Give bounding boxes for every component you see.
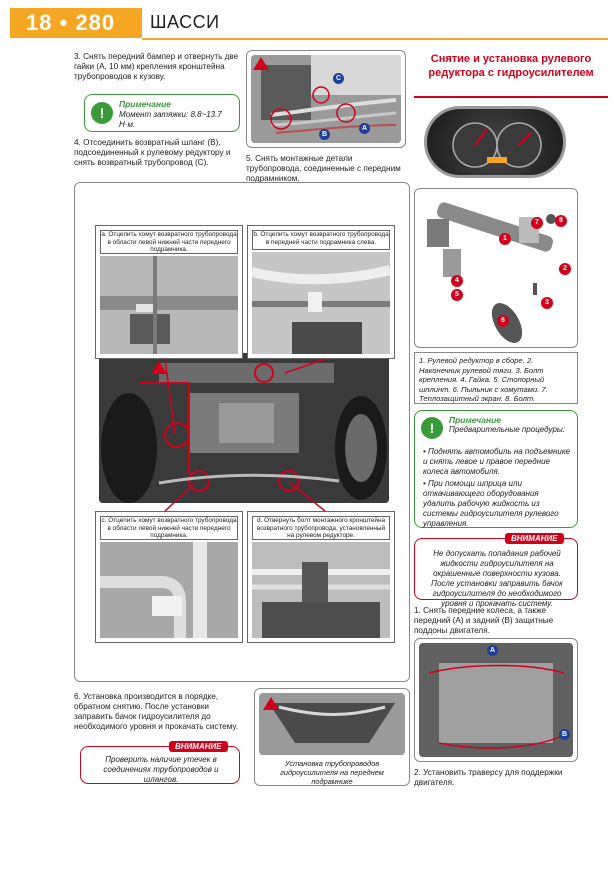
warning1-body: Не допускать попадания рабочей жидкости … [431, 549, 563, 608]
step-1-text: 1. Снять передние колеса, а также передн… [414, 606, 554, 635]
photo-frame-top: C B A [246, 50, 406, 148]
parts-diagram-frame: 1 2 3 4 5 6 7 8 [414, 188, 578, 348]
header-divider [142, 38, 608, 40]
inset-a-caption: a. Отцепить хомут возвратного трубопрово… [100, 230, 238, 254]
inset-b-caption: b. Отцепить хомут возвратного трубопрово… [252, 230, 390, 250]
note-body: Момент затяжки: 8.8~13.7 Н·м. [119, 110, 222, 129]
inset-a: a. Отцепить хомут возвратного трубопрово… [95, 225, 243, 359]
part-label-8: 8 [555, 215, 567, 227]
part-label-5: 5 [451, 289, 463, 301]
section-heading: Снятие и установка рулевого редуктора с … [414, 52, 608, 98]
photo-engine-cover [419, 643, 573, 757]
photo-frame-underbody: A B [414, 638, 578, 762]
section-title: ШАССИ [150, 12, 220, 32]
warning-fluid: ВНИМАНИЕ Не допускать попадания рабочей … [414, 533, 578, 608]
inset-d-caption: d. Отвернуть болт монтажного кронштейна … [252, 516, 390, 540]
page-number: 18 • 280 [10, 8, 142, 38]
subframe-svg [259, 693, 405, 755]
photo-frame-subframe: Установка трубопроводов гидроусилителя н… [254, 688, 410, 786]
marker-c: C [333, 73, 344, 84]
callout-triangle-subframe [263, 697, 279, 710]
inset-b-photo [252, 252, 390, 354]
part-label-7: 7 [531, 217, 543, 229]
note-title: Примечание [119, 99, 172, 109]
inset-d-svg [252, 542, 390, 638]
part-label-1: 1 [499, 233, 511, 245]
step-5-text: 5. Снять монтажные детали трубопровода, … [246, 154, 401, 183]
part-label-4: 4 [451, 275, 463, 287]
note2-intro: Предварительные процедуры: [449, 425, 566, 434]
photo-underbody [99, 353, 389, 503]
note2-bullet-2: • При помощи шприца или откачивающего об… [423, 479, 559, 528]
connector-lines [164, 358, 326, 512]
step-3-text: 3. Снять передний бампер и отвернуть две… [74, 52, 239, 81]
step-2-text: 2. Установить траверсу для поддержки дви… [414, 768, 563, 787]
warning2-title: ВНИМАНИЕ [169, 741, 228, 752]
marker-a-step1: A [487, 645, 498, 656]
part-label-6: 6 [497, 315, 509, 327]
inset-c-caption: c. Отцепить хомут возвратного трубопрово… [100, 516, 238, 540]
inset-a-svg [100, 256, 238, 354]
marker-b-step1: B [559, 729, 570, 740]
lightbulb-icon: ! [421, 417, 443, 439]
underbody-svg [99, 353, 389, 503]
inset-d: d. Отвернуть болт монтажного кронштейна … [247, 511, 395, 643]
marker-b: B [319, 129, 330, 140]
photo-pipes-svg [251, 55, 401, 143]
warning1-title: ВНИМАНИЕ [505, 533, 564, 544]
part-label-3: 3 [541, 297, 553, 309]
manual-page: 18 • 280 ШАССИ 3. Снять передний бампер … [10, 8, 608, 826]
lightbulb-icon: ! [91, 102, 113, 124]
gauge-svg [452, 122, 542, 168]
parts-caption: 1. Рулевой редуктор в сборе. 2. Наконечн… [419, 356, 548, 404]
diagram-frame-main: a. Отцепить хомут возвратного трубопрово… [74, 182, 410, 682]
engine-cover-svg [419, 643, 573, 757]
note-preparation: ! Примечание Предварительные процедуры: … [414, 410, 578, 528]
inset-a-photo [100, 256, 238, 354]
note2-title: Примечание [449, 415, 502, 425]
inset-d-photo [252, 542, 390, 638]
step-4-text: 4. Отсоединить возвратный шланг (B), под… [74, 138, 231, 167]
inset-c: c. Отцепить хомут возвратного трубопрово… [95, 511, 243, 643]
inset-c-svg [100, 542, 238, 638]
warning-leaks: ВНИМАНИЕ Проверить наличие утечек в соед… [80, 741, 240, 784]
callout-triangle-main [151, 361, 167, 374]
photo-bumper-area [251, 55, 401, 143]
parts-caption-box: 1. Рулевой редуктор в сборе. 2. Наконечн… [414, 352, 578, 404]
exploded-parts-svg [427, 202, 556, 343]
note2-bullet-1: • Поднять автомобиль на подъемнике и сня… [423, 447, 571, 476]
step-6-text: 6. Установка производится в порядке, обр… [74, 692, 238, 731]
inset-b-svg [252, 252, 390, 354]
note-torque: ! Примечание Момент затяжки: 8.8~13.7 Н·… [84, 94, 240, 132]
inset-b: b. Отцепить хомут возвратного трубопрово… [247, 225, 395, 359]
callout-triangle [253, 57, 269, 70]
part-label-2: 2 [559, 263, 571, 275]
warning2-body: Проверить наличие утечек в соединениях т… [103, 755, 219, 784]
marker-a: A [359, 123, 370, 134]
inset-c-photo [100, 542, 238, 638]
photo-caption-subframe: Установка трубопроводов гидроусилителя н… [280, 759, 384, 786]
photo-subframe [259, 693, 405, 755]
dashboard-graphic [424, 106, 566, 178]
